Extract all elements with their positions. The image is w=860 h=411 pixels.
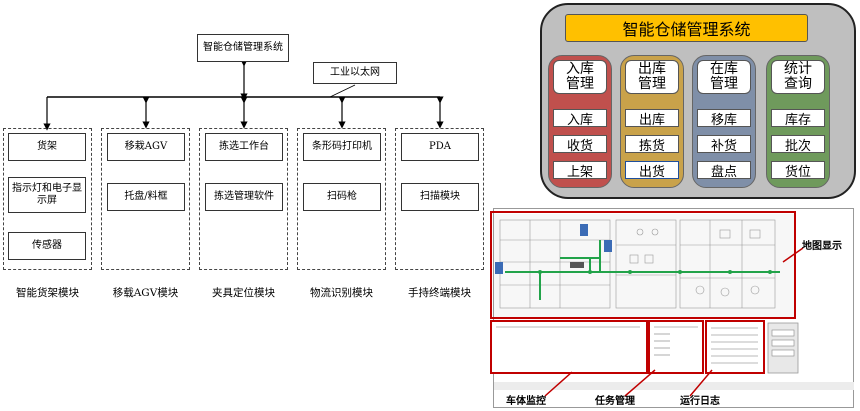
module-item: 指示灯和电子显示屏 <box>8 177 86 213</box>
module-item: 移栽AGV <box>107 133 185 161</box>
module-agv <box>101 128 190 270</box>
function-item: 货位 <box>771 161 825 180</box>
run-log-label: 运行日志 <box>680 396 720 407</box>
column-head: 出库 管理 <box>625 60 679 94</box>
module-item: 货架 <box>8 133 86 161</box>
module-logistics <box>297 128 386 270</box>
task-management-label: 任务管理 <box>595 396 635 407</box>
function-item: 拣货 <box>625 135 679 154</box>
module-item: 扫描模块 <box>401 183 479 211</box>
module-item: 传感器 <box>8 232 86 260</box>
function-item: 盘点 <box>697 161 751 180</box>
module-label: 物流识别模块 <box>310 287 373 299</box>
system-box: 智能仓储管理系统 <box>197 34 289 62</box>
module-label: 智能货架模块 <box>16 287 79 299</box>
module-label: 手持终端模块 <box>408 287 471 299</box>
map-display-label: 地图显示 <box>802 241 842 252</box>
module-label: 移载AGV模块 <box>112 287 179 299</box>
module-item: 拣选管理软件 <box>205 183 283 211</box>
function-item: 补货 <box>697 135 751 154</box>
module-item: 托盘/料框 <box>107 183 185 211</box>
function-item: 收货 <box>553 135 607 154</box>
network-label: 工业以太网 <box>313 62 397 84</box>
function-item: 批次 <box>771 135 825 154</box>
module-item: PDA <box>401 133 479 161</box>
module-label: 夹具定位模块 <box>212 287 275 299</box>
vehicle-monitor-label: 车体监控 <box>506 396 546 407</box>
function-item: 入库 <box>553 109 607 128</box>
module-smart-shelf <box>3 128 92 270</box>
module-item: 扫码枪 <box>303 183 381 211</box>
column-head: 统计 查询 <box>771 60 825 94</box>
wms-title: 智能仓储管理系统 <box>565 14 808 42</box>
column-head: 入库 管理 <box>553 60 607 94</box>
column-head: 在库 管理 <box>697 60 751 94</box>
function-item: 上架 <box>553 161 607 180</box>
function-item: 出货 <box>625 161 679 180</box>
module-item: 拣选工作台 <box>205 133 283 161</box>
function-item: 库存 <box>771 109 825 128</box>
module-handheld <box>395 128 484 270</box>
function-item: 出库 <box>625 109 679 128</box>
function-item: 移库 <box>697 109 751 128</box>
module-fixture <box>199 128 288 270</box>
module-item: 条形码打印机 <box>303 133 381 161</box>
